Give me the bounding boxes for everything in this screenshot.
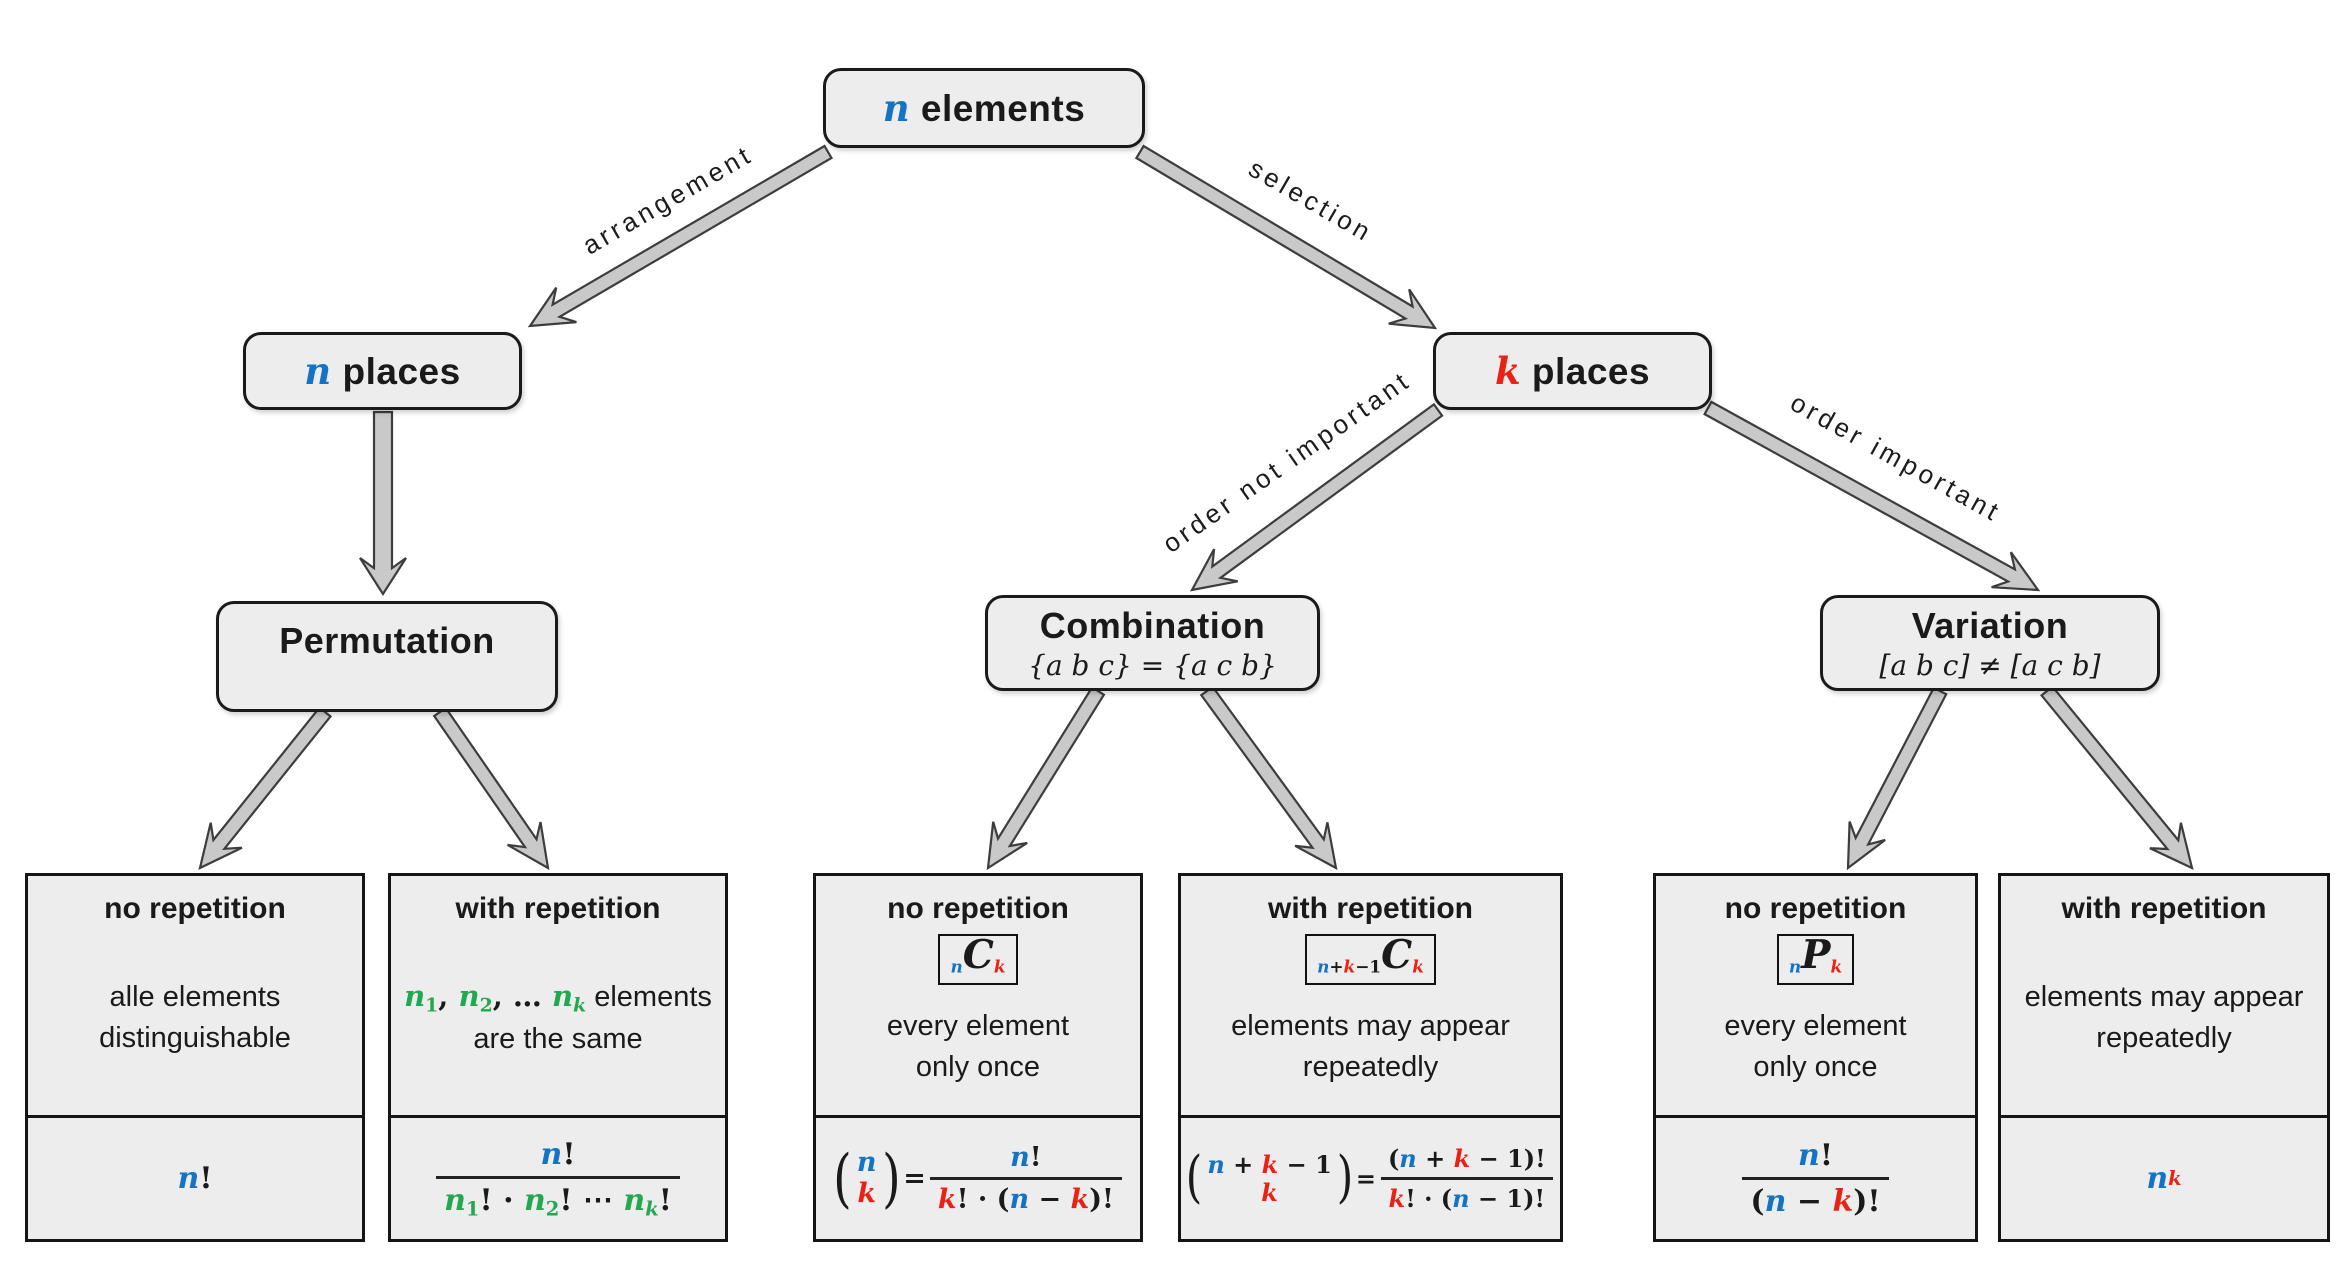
leaf-title: with repetition [2061, 892, 2267, 925]
node-n-elements: n elements [823, 68, 1145, 148]
node-permutation-title: Permutation [279, 620, 495, 661]
arrow-combination-left [986, 685, 1106, 871]
node-k-places: k places [1433, 332, 1712, 410]
arrow-order-not-important [1189, 402, 1444, 592]
arrow-variation-right [2040, 685, 2194, 870]
leaf-title: no repetition [887, 892, 1069, 925]
node-n-elements-title: n elements [882, 86, 1086, 130]
node-combination-subtitle: {a b c} = {a c b} [1028, 648, 1277, 682]
node-variation-subtitle: [a b c] ≠ [a c b] [1879, 648, 2101, 682]
arrow-permutation-left [198, 706, 333, 870]
leaf-title: no repetition [104, 892, 286, 925]
arrow-arrangement [527, 144, 834, 328]
symbol-nCk: nCk [938, 934, 1018, 985]
leaf-formula: n! [28, 1115, 362, 1239]
leaf-title: with repetition [455, 892, 661, 925]
arrow-combination-right [1199, 685, 1338, 871]
leaf-title: with repetition [1268, 892, 1473, 925]
node-n-places: n places [243, 332, 522, 410]
node-variation-title: Variation [1911, 604, 2069, 646]
node-k-places-title: k places [1494, 349, 1651, 393]
leaf-formula: n!n1! · n2! ⋯ nk! [391, 1115, 725, 1239]
arrow-selection [1134, 144, 1438, 330]
symbol-nPk: nPk [1776, 934, 1855, 985]
node-combination-title: Combination [1039, 604, 1266, 646]
arrow-n-places-permutation [359, 410, 407, 597]
arrow-order-important [1703, 400, 2041, 592]
arrow-permutation-right [432, 706, 550, 871]
symbol-n-plus-k-minus-1-Ck: n+k−1Ck [1305, 934, 1436, 985]
leaf-formula: n!(n − k)! [1656, 1115, 1975, 1239]
node-permutation: Permutation [216, 601, 558, 712]
leaf-combination-with-repetition: with repetition n+k−1Ck elements may app… [1178, 873, 1563, 1242]
arrow-variation-left [1846, 686, 1948, 871]
leaf-title: no repetition [1724, 892, 1907, 925]
node-variation: Variation [a b c] ≠ [a c b] [1820, 595, 2160, 691]
node-n-places-title: n places [304, 349, 461, 393]
node-combination: Combination {a b c} = {a c b} [985, 595, 1320, 691]
